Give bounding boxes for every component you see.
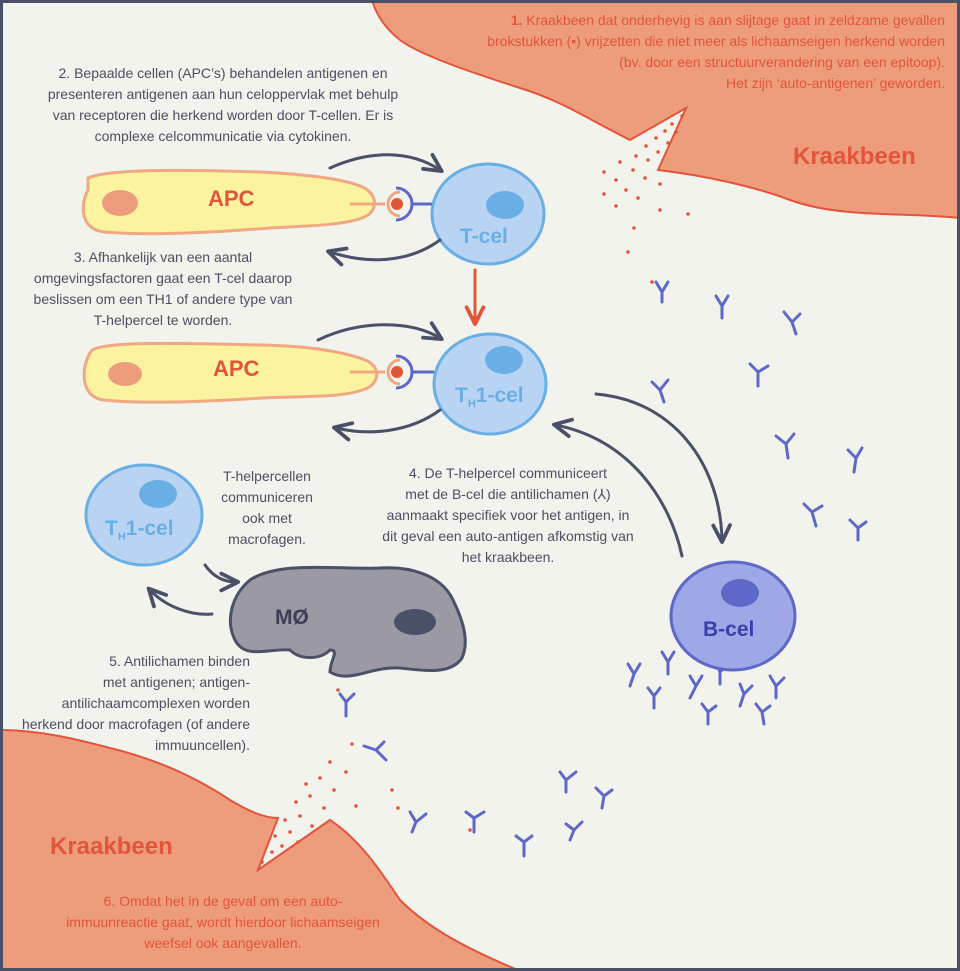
th-macro-line-2: communiceren: [221, 489, 313, 505]
th1-main-label: TH1-cel: [455, 384, 524, 410]
apc-cell-2: [82, 341, 401, 404]
step-3-line-1: 3. Afhankelijk van een aantal: [73, 249, 253, 265]
cartilage-top-label: Kraakbeen: [793, 143, 916, 170]
step-4-line-5: het kraakbeen.: [461, 549, 555, 565]
step-2-line-4: complexe celcommunicatie via cytokinen.: [94, 128, 352, 144]
step-5-text: 5. Antilichamen binden met antigenen; an…: [3, 651, 250, 756]
th1-small-prefix: T: [105, 517, 118, 540]
antibodies: [338, 280, 868, 858]
step-4-text: 4. De T-helpercel communiceert met de B-…: [348, 463, 668, 568]
cartilage-bottom-label: Kraakbeen: [50, 833, 173, 860]
step-5-line-1: 5. Antilichamen binden: [109, 653, 250, 669]
step-4-line-2: met de B-cel die antilichamen (⅄): [405, 486, 611, 502]
macrophage: [228, 565, 467, 678]
t-cell: [391, 162, 546, 266]
th1-main-sub: H: [467, 398, 476, 411]
step-5-line-3: antilichaamcomplexen worden: [61, 695, 250, 711]
step-4-line-4: dit geval een auto-antigen afkomstig van: [382, 528, 634, 544]
step-1-line-4: Het zijn ‘auto-antigenen’ geworden.: [726, 75, 945, 91]
step-6-line-3: weefsel ook aangevallen.: [144, 935, 302, 951]
antigen-dots-bottom: [260, 688, 472, 864]
cartilage-top: [371, 3, 957, 219]
cartilage-bottom: [3, 729, 516, 968]
tcel-label: T-cel: [460, 225, 508, 248]
th1-cell-small: [84, 463, 204, 567]
step-3-text: 3. Afhankelijk van een aantal omgevingsf…: [3, 247, 323, 331]
step-5-line-5: immuuncellen).: [155, 737, 250, 753]
step-1-text: 1. Kraakbeen dat onderhevig is aan slijt…: [423, 10, 945, 94]
step-1-line-3: (bv. door een structuurverandering van e…: [619, 54, 945, 70]
step-2-line-1: 2. Bepaalde cellen (APC’s) behandelen an…: [58, 65, 388, 81]
step-6-line-2: immuunreactie gaat, wordt hierdoor licha…: [66, 914, 380, 930]
th-macro-line-3: ook met: [242, 510, 292, 526]
step-4-line-1: 4. De T-helpercel communiceert: [408, 465, 608, 481]
th1-main-suffix: 1-cel: [475, 384, 524, 407]
step-2-text: 2. Bepaalde cellen (APC’s) behandelen an…: [13, 63, 433, 147]
th1-small-suffix: 1-cel: [125, 517, 174, 540]
step-3-line-3: beslissen om een TH1 of andere type van: [33, 291, 293, 307]
step-2-line-3: van receptoren die herkend worden door T…: [52, 107, 394, 123]
step-3-line-4: T-helpercel te worden.: [93, 312, 233, 328]
th1-cell-main: [391, 332, 548, 436]
step-3-line-2: omgevingsfactoren gaat een T-cel daarop: [33, 270, 293, 286]
th-macro-line-4: macrofagen.: [228, 531, 306, 547]
step-6-text: 6. Omdat het in de geval om een auto- im…: [23, 891, 423, 954]
step-5-line-4: herkend door macrofagen (of andere: [21, 716, 250, 732]
step-1-line-1: 1. Kraakbeen dat onderhevig is aan slijt…: [423, 10, 945, 31]
step-1-line-1-text: Kraakbeen dat onderhevig is aan slijtage…: [526, 12, 945, 28]
th-macrophage-note: T-helpercellen communiceren ook met macr…: [207, 466, 327, 550]
th1-small-sub: H: [117, 531, 126, 544]
th1-main-prefix: T: [455, 384, 468, 407]
th1-small-label: TH1-cel: [105, 517, 174, 543]
step-6-line-1: 6. Omdat het in de geval om een auto-: [103, 893, 343, 909]
step-1-num: 1.: [510, 12, 523, 28]
step-4-line-3: aanmaakt specifiek voor het antigen, in: [386, 507, 630, 523]
apc-label-2: APC: [213, 356, 260, 381]
bcel-label: B-cel: [703, 618, 755, 641]
antigen-dots-top: [602, 114, 690, 284]
step-5-line-2: met antigenen; antigen-: [102, 674, 250, 690]
b-cell: [669, 560, 797, 672]
arrows: [146, 152, 732, 616]
step-1-line-2: brokstukken (•) vrijzetten die niet meer…: [487, 33, 945, 49]
th-macro-line-1: T-helpercellen: [223, 468, 311, 484]
apc-cell-1: [81, 168, 401, 236]
apc-label-1: APC: [208, 186, 255, 211]
step-2-line-2: presenteren antigenen aan hun celoppervl…: [47, 86, 399, 102]
macrophage-label: MØ: [275, 606, 309, 629]
